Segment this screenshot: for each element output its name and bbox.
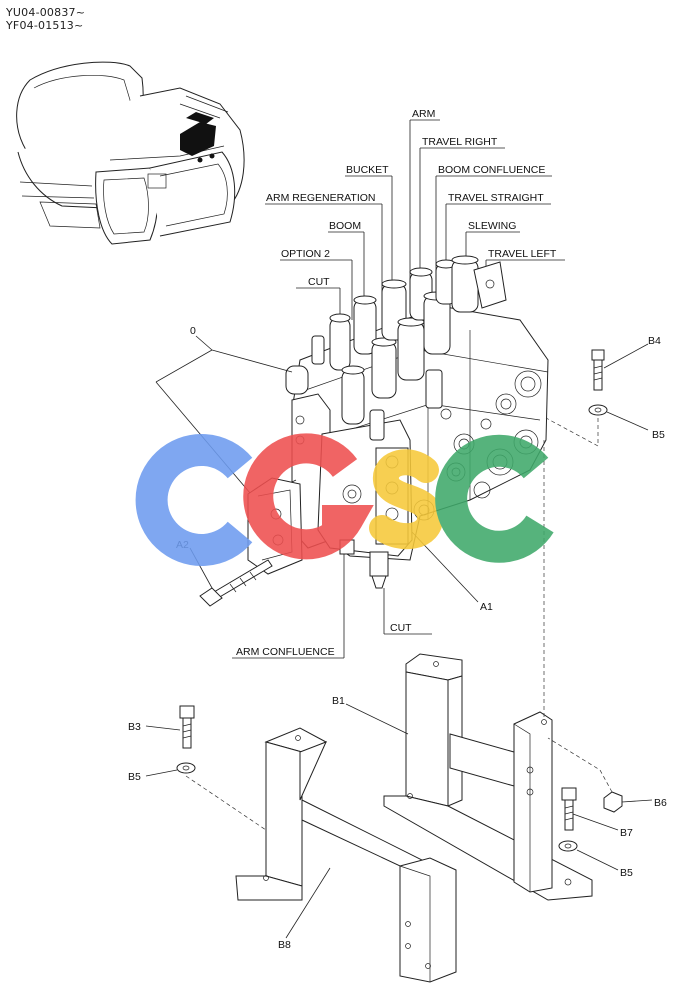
ref-0: 0: [190, 325, 196, 337]
label-travel-left: TRAVEL LEFT: [488, 248, 557, 260]
nut-b6: [547, 737, 653, 813]
bolt-b4: [591, 343, 649, 391]
label-travel-right: TRAVEL RIGHT: [422, 136, 498, 148]
spool-caps: [329, 255, 507, 425]
bolt-a2: [199, 559, 273, 607]
ref-b5-top: B5: [652, 429, 665, 441]
label-arm: ARM: [412, 108, 435, 120]
washer-b5-top: [545, 404, 649, 447]
watermark-letter-c1: [135, 434, 253, 566]
label-cut-bottom: CUT: [390, 622, 412, 634]
ref-b3: B3: [128, 721, 141, 733]
ref-b4: B4: [648, 335, 661, 347]
serial-range-2: YF04-01513~: [6, 19, 84, 32]
label-boom-confluence: BOOM CONFLUENCE: [438, 164, 545, 176]
ref-b7: B7: [620, 827, 633, 839]
watermark-letter-g: [243, 433, 374, 560]
label-travel-straight: TRAVEL STRAIGHT: [448, 192, 544, 204]
ref-b8: B8: [278, 939, 291, 951]
part-reference-labels: 0 A1 A2 B1 B3 B4 B5 B5 B5 B6 B7 B8: [128, 325, 667, 951]
watermark-letter-c2: [435, 434, 554, 563]
label-arm-regeneration: ARM REGENERATION: [266, 192, 375, 204]
washer-b5-right: [558, 840, 619, 871]
ref-b5-left: B5: [128, 771, 141, 783]
ref-b5-right: B5: [620, 867, 633, 879]
ref-b6: B6: [654, 797, 667, 809]
valve-spool-labels: ARM TRAVEL RIGHT BUCKET BOOM CONFLUENCE …: [236, 108, 557, 658]
watermark-letter-s: [369, 449, 443, 549]
washer-b5-left: [145, 762, 267, 831]
machine-locator-illustration: [16, 61, 245, 245]
bolt-b3: [145, 705, 195, 749]
bolt-b7: [561, 787, 619, 831]
serial-range-1: YU04-00837~: [6, 6, 86, 19]
label-boom: BOOM: [329, 220, 361, 232]
label-cut-top: CUT: [308, 276, 330, 288]
stand-b1: [345, 440, 593, 901]
label-arm-confluence: ARM CONFLUENCE: [236, 646, 335, 658]
label-option-2: OPTION 2: [281, 248, 330, 260]
watermark-logo: [135, 433, 554, 566]
ref-b1: B1: [332, 695, 345, 707]
label-slewing: SLEWING: [468, 220, 516, 232]
stand-b8: [235, 727, 457, 983]
label-bucket: BUCKET: [346, 164, 389, 176]
ref-a1: A1: [480, 601, 493, 613]
